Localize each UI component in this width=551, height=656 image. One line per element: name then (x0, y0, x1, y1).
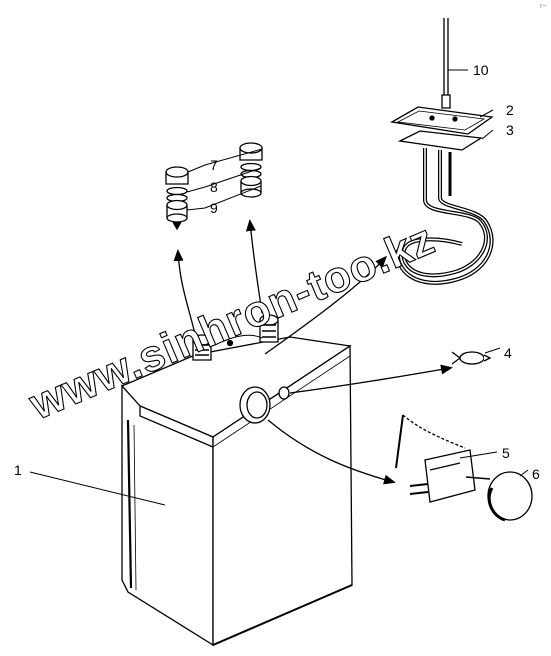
arrow-to-lamp (289, 364, 453, 394)
thermostat-probe (395, 414, 404, 469)
leader-9 (186, 185, 262, 211)
water-heater-tank (120, 336, 353, 647)
arrow-to-thermostat (267, 419, 396, 485)
callout-5: 5 (502, 445, 510, 461)
leader-6 (519, 469, 529, 477)
leader-lines (29, 69, 529, 506)
thermostat-unit (395, 414, 491, 503)
tank-knob (239, 386, 290, 424)
thermostat-rod (443, 18, 449, 95)
leader-5 (459, 451, 498, 459)
arrow-to-left-fitting (173, 249, 196, 335)
indicator-lamp (451, 351, 492, 365)
callout-4: 4 (504, 345, 512, 361)
leader-8 (186, 167, 262, 193)
heating-element-assembly (390, 18, 494, 285)
tank-indicator-hole (278, 386, 290, 400)
flange-gasket (397, 130, 483, 151)
callout-2: 2 (506, 102, 514, 118)
callout-6: 6 (532, 466, 540, 482)
leader-7 (187, 148, 263, 173)
arrow-to-heating-element (264, 255, 388, 355)
corner-mark: r~ (540, 3, 546, 10)
right-fitting-stack (239, 142, 263, 198)
tank-pipe-fittings (192, 314, 279, 361)
tank-edge-groove (126, 419, 133, 589)
callout-3: 3 (506, 122, 514, 138)
leader-1 (29, 471, 166, 506)
callout-10: 10 (473, 62, 489, 78)
callout-1: 1 (14, 462, 22, 478)
explosion-arrows (173, 219, 453, 485)
arrow-to-right-fitting (245, 219, 263, 314)
callout-9: 9 (210, 200, 218, 216)
leader-3 (481, 129, 494, 140)
leader-4 (484, 347, 501, 354)
callout-8: 8 (210, 179, 218, 195)
flange-plate (390, 106, 494, 135)
knob-cap (487, 471, 533, 522)
lid-seam (139, 406, 214, 448)
callout-7: 7 (210, 157, 218, 173)
left-fitting-stack (165, 166, 189, 231)
leader-2 (479, 109, 494, 118)
